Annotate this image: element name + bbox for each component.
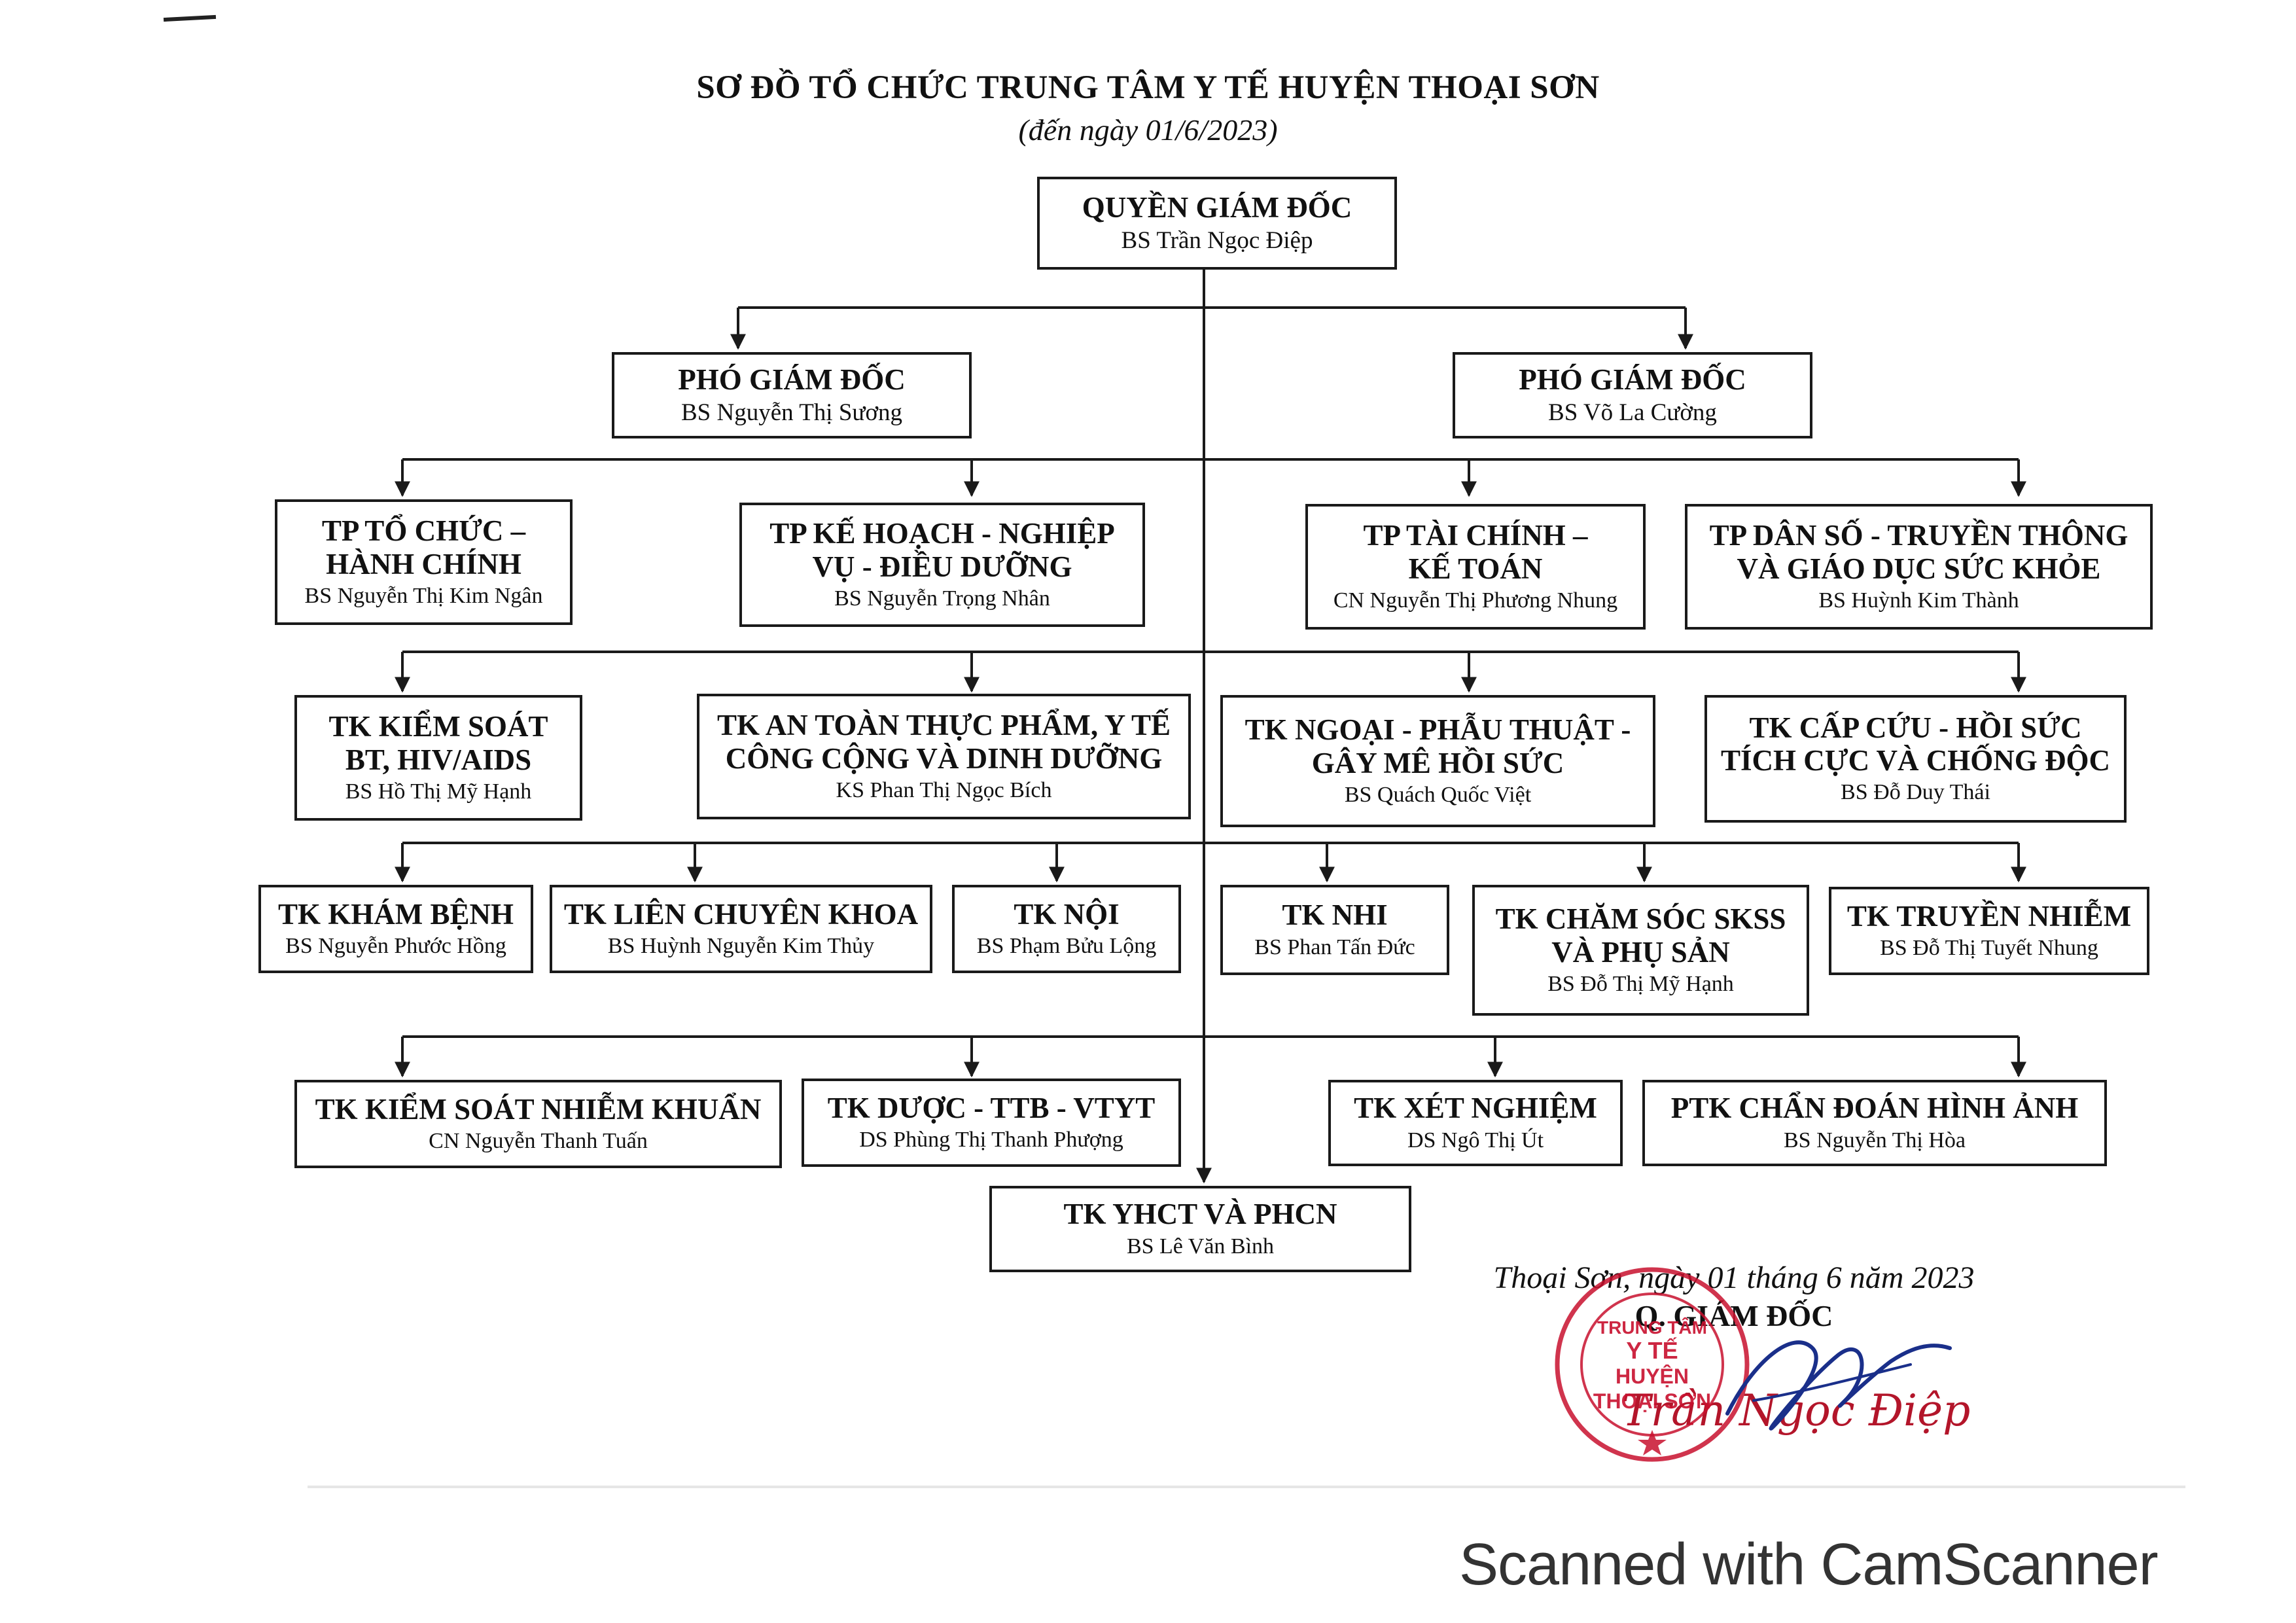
scan-page-edge	[308, 1486, 2185, 1488]
node-tk-cham-soc-person: BS Đỗ Thị Mỹ Hạnh	[1547, 971, 1734, 996]
node-tk-duoc-person: DS Phùng Thị Thanh Phượng	[859, 1128, 1123, 1152]
node-tk-cham-soc-title: TK CHĂM SÓC SKSS VÀ PHỤ SẢN	[1495, 902, 1786, 969]
node-tp-to-chuc-person: BS Nguyễn Thị Kim Ngân	[304, 583, 543, 608]
node-tk-duoc: TK DƯỢC - TTB - VTYT DS Phùng Thị Thanh …	[802, 1079, 1181, 1167]
node-tp-tai-chinh-person: CN Nguyễn Thị Phương Nhung	[1333, 588, 1618, 613]
node-tk-noi-person: BS Phạm Bửu Lộng	[976, 934, 1157, 959]
node-tp-to-chuc: TP TỔ CHỨC – HÀNH CHÍNH BS Nguyễn Thị Ki…	[275, 499, 573, 625]
node-tk-kham-benh-person: BS Nguyễn Phước Hồng	[285, 934, 506, 959]
node-tp-ke-hoach-title: TP KẾ HOẠCH - NGHIỆP VỤ - ĐIỀU DƯỠNG	[769, 517, 1115, 583]
node-tk-yhct-person: BS Lê Văn Bình	[1126, 1234, 1275, 1258]
node-tk-kiem-soat-bt-person: BS Hồ Thị Mỹ Hạnh	[345, 779, 532, 804]
node-director-person: BS Trần Ngọc Điệp	[1121, 227, 1313, 254]
node-tk-an-toan-title: TK AN TOÀN THỰC PHẨM, Y TẾ CÔNG CỘNG VÀ …	[716, 709, 1171, 775]
node-tk-cap-cuu-title: TK CẤP CỨU - HỒI SỨC TÍCH CỰC VÀ CHỐNG Đ…	[1720, 711, 2111, 777]
node-tk-lien-chuyen-khoa-title: TK LIÊN CHUYÊN KHOA	[563, 897, 919, 931]
node-tk-an-toan-person: KS Phan Thị Ngọc Bích	[836, 777, 1052, 802]
signature-date: Thoại Sơn, ngày 01 tháng 6 năm 2023	[1493, 1260, 1975, 1295]
svg-text:Y TẾ: Y TẾ	[1626, 1337, 1678, 1364]
node-tp-dan-so-title: TP DÂN SỐ - TRUYỀN THÔNG VÀ GIÁO DỤC SỨC…	[1709, 519, 2128, 585]
node-ptk-chan-doan-person: BS Nguyễn Thị Hòa	[1784, 1128, 1966, 1152]
node-tk-kham-benh: TK KHÁM BỆNH BS Nguyễn Phước Hồng	[258, 885, 533, 973]
node-tp-tai-chinh: TP TÀI CHÍNH – KẾ TOÁN CN Nguyễn Thị Phư…	[1305, 504, 1646, 630]
node-tk-lien-chuyen-khoa: TK LIÊN CHUYÊN KHOA BS Huỳnh Nguyễn Kim …	[550, 885, 932, 973]
node-tk-cap-cuu-person: BS Đỗ Duy Thái	[1841, 780, 1990, 805]
node-tk-an-toan: TK AN TOÀN THỰC PHẨM, Y TẾ CÔNG CỘNG VÀ …	[697, 694, 1191, 819]
node-tp-dan-so: TP DÂN SỐ - TRUYỀN THÔNG VÀ GIÁO DỤC SỨC…	[1685, 504, 2153, 630]
node-deputy-2-title: PHÓ GIÁM ĐỐC	[1519, 363, 1746, 396]
node-deputy-1: PHÓ GIÁM ĐỐC BS Nguyễn Thị Sương	[612, 352, 972, 438]
svg-text:THOẠI SƠN: THOẠI SƠN	[1593, 1389, 1711, 1413]
node-tk-kiem-soat-nk: TK KIỂM SOÁT NHIỄM KHUẨN CN Nguyễn Thanh…	[294, 1080, 782, 1168]
chart-title: SƠ ĐỒ TỔ CHỨC TRUNG TÂM Y TẾ HUYỆN THOẠI…	[696, 69, 1600, 106]
node-deputy-1-person: BS Nguyễn Thị Sương	[680, 399, 903, 426]
node-director: QUYỀN GIÁM ĐỐC BS Trần Ngọc Điệp	[1037, 177, 1397, 270]
node-deputy-2-person: BS Võ La Cường	[1548, 399, 1717, 426]
svg-text:HUYỆN: HUYỆN	[1616, 1364, 1689, 1388]
node-director-title: QUYỀN GIÁM ĐỐC	[1082, 190, 1352, 224]
node-tp-tai-chinh-title: TP TÀI CHÍNH – KẾ TOÁN	[1363, 519, 1588, 585]
node-tp-ke-hoach-person: BS Nguyễn Trọng Nhân	[834, 586, 1050, 611]
node-tk-truyen-nhiem-person: BS Đỗ Thị Tuyết Nhung	[1880, 936, 2098, 961]
node-tk-kiem-soat-nk-title: TK KIỂM SOÁT NHIỄM KHUẨN	[315, 1092, 762, 1126]
node-tk-xet-nghiem: TK XÉT NGHIỆM DS Ngô Thị Út	[1328, 1080, 1623, 1166]
node-deputy-1-title: PHÓ GIÁM ĐỐC	[678, 363, 906, 396]
node-tk-truyen-nhiem: TK TRUYỀN NHIỄM BS Đỗ Thị Tuyết Nhung	[1829, 887, 2149, 975]
node-tk-ngoai: TK NGOẠI - PHẪU THUẬT - GÂY MÊ HỒI SỨC B…	[1220, 695, 1655, 827]
node-tk-duoc-title: TK DƯỢC - TTB - VTYT	[827, 1091, 1156, 1124]
node-tk-kiem-soat-nk-person: CN Nguyễn Thanh Tuấn	[429, 1129, 648, 1154]
signer-name: Trần Ngọc Điệp	[1621, 1385, 1971, 1436]
signature-block: Thoại Sơn, ngày 01 tháng 6 năm 2023 Q. G…	[1407, 1260, 2061, 1436]
node-tp-to-chuc-title: TP TỔ CHỨC – HÀNH CHÍNH	[321, 514, 526, 580]
official-stamp-icon: TRUNG TÂM Y TẾ HUYỆN THOẠI SƠN	[1555, 1267, 1750, 1462]
node-tk-xet-nghiem-title: TK XÉT NGHIỆM	[1354, 1092, 1597, 1125]
svg-text:TRUNG TÂM: TRUNG TÂM	[1597, 1317, 1707, 1338]
node-tk-truyen-nhiem-title: TK TRUYỀN NHIỄM	[1846, 899, 2132, 933]
node-tk-ngoai-title: TK NGOẠI - PHẪU THUẬT - GÂY MÊ HỒI SỨC	[1245, 713, 1631, 779]
node-tk-xet-nghiem-person: DS Ngô Thị Út	[1407, 1128, 1544, 1152]
node-tk-kiem-soat-bt: TK KIỂM SOÁT BT, HIV/AIDS BS Hồ Thị Mỹ H…	[294, 695, 582, 821]
node-tk-kham-benh-title: TK KHÁM BỆNH	[277, 897, 514, 931]
chart-subtitle: (đến ngày 01/6/2023)	[1018, 113, 1278, 147]
node-deputy-2: PHÓ GIÁM ĐỐC BS Võ La Cường	[1453, 352, 1812, 438]
node-tk-kiem-soat-bt-title: TK KIỂM SOÁT BT, HIV/AIDS	[328, 710, 548, 776]
camscanner-watermark: Scanned with CamScanner	[1459, 1532, 2159, 1597]
node-tk-noi-title: TK NỘI	[1014, 897, 1120, 931]
node-ptk-chan-doan: PTK CHẨN ĐOÁN HÌNH ẢNH BS Nguyễn Thị Hòa	[1642, 1080, 2107, 1166]
node-tp-dan-so-person: BS Huỳnh Kim Thành	[1818, 588, 2019, 613]
node-tk-nhi-title: TK NHI	[1282, 899, 1388, 932]
node-ptk-chan-doan-title: PTK CHẨN ĐOÁN HÌNH ẢNH	[1670, 1092, 2079, 1125]
node-tk-yhct-title: TK YHCT VÀ PHCN	[1063, 1198, 1337, 1231]
node-tk-cap-cuu: TK CẤP CỨU - HỒI SỨC TÍCH CỰC VÀ CHỐNG Đ…	[1704, 695, 2127, 823]
node-tp-ke-hoach: TP KẾ HOẠCH - NGHIỆP VỤ - ĐIỀU DƯỠNG BS …	[739, 503, 1145, 627]
node-tk-yhct: TK YHCT VÀ PHCN BS Lê Văn Bình	[989, 1186, 1411, 1272]
node-tk-noi: TK NỘI BS Phạm Bửu Lộng	[952, 885, 1181, 973]
node-tk-ngoai-person: BS Quách Quốc Việt	[1344, 782, 1532, 807]
node-tk-cham-soc: TK CHĂM SÓC SKSS VÀ PHỤ SẢN BS Đỗ Thị Mỹ…	[1472, 885, 1809, 1016]
node-tk-nhi: TK NHI BS Phan Tấn Đức	[1220, 885, 1449, 975]
node-tk-lien-chuyen-khoa-person: BS Huỳnh Nguyễn Kim Thủy	[607, 934, 875, 959]
handwritten-signature-icon	[1725, 1340, 1952, 1431]
node-tk-nhi-person: BS Phan Tấn Đức	[1254, 935, 1415, 959]
